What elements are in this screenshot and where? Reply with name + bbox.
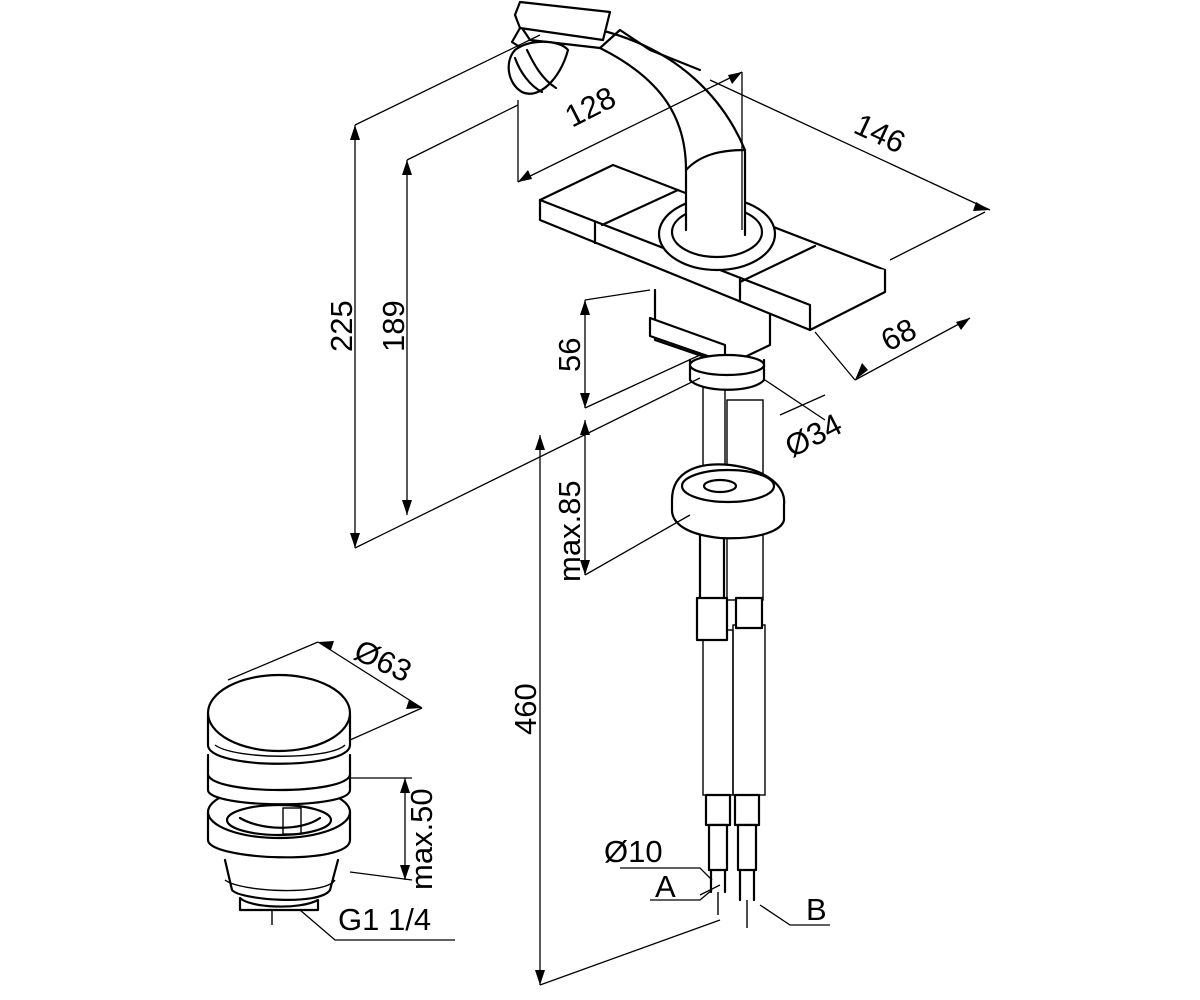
faucet-dimension-lines bbox=[354, 34, 991, 986]
label-hose-b: B bbox=[806, 892, 827, 927]
faucet-drawing: 128 146 68 225 189 56 Ø34 max.85 460 Ø10… bbox=[324, 0, 991, 986]
dim-body-diameter: Ø34 bbox=[779, 406, 847, 464]
label-hose-a: A bbox=[655, 869, 676, 904]
drain-dim-diameter: Ø63 bbox=[349, 633, 417, 689]
dim-outlet-height: 189 bbox=[376, 300, 411, 352]
dim-spout-reach: 128 bbox=[559, 80, 621, 135]
drain-dim-thread: G1 1/4 bbox=[338, 902, 431, 937]
dim-body-height: 56 bbox=[552, 338, 587, 372]
dim-total-height: 225 bbox=[324, 300, 359, 352]
drain-dim-height-max: max.50 bbox=[404, 788, 439, 890]
dim-mounting-max: max.85 bbox=[552, 480, 587, 582]
dim-plate-width: 68 bbox=[875, 311, 922, 358]
dim-hose-length: 460 bbox=[508, 683, 543, 735]
faucet-body bbox=[648, 288, 772, 391]
drain-drawing: Ø63 max.50 G1 1/4 bbox=[206, 633, 455, 941]
dim-hose-diameter: Ø10 bbox=[604, 834, 663, 869]
mounting-bracket bbox=[670, 463, 786, 540]
faucet-arrowheads bbox=[350, 72, 990, 985]
dim-plate-length: 146 bbox=[849, 107, 911, 161]
faucet-spout bbox=[507, 0, 747, 237]
